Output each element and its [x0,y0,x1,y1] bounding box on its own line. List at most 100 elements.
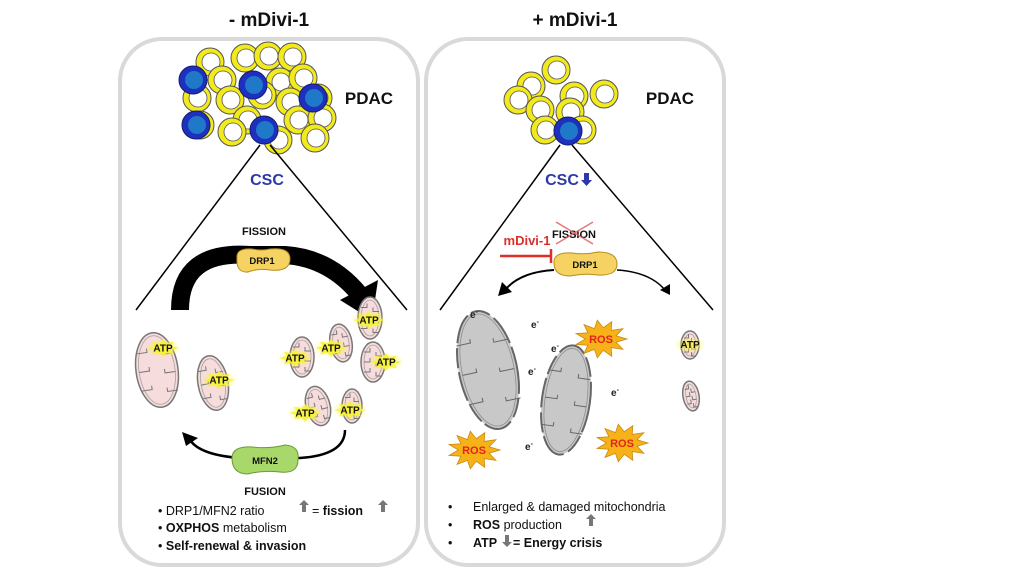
atp-label: ATP [359,316,379,327]
damaged-mitochondria-scene: ATP ROS ROS ROS e-e-e-e-e-e- [447,309,706,470]
electron-label: e- [525,441,534,453]
cancer-stem-cell [298,83,328,113]
left-bullet-1: • DRP1/MFN2 ratio [158,504,265,518]
csc-label: CSC [545,172,579,189]
atp-label: ATP [680,340,700,351]
fusion-label: FUSION [244,486,286,498]
ros-burst: ROS [447,430,502,470]
pdac-label: PDAC [646,89,694,108]
zoom-line-left [135,144,261,311]
left-panel-border [118,37,420,567]
cancer-stem-cell [238,70,268,100]
tumor-cell [503,85,533,115]
atp-burst: ATP [277,349,313,367]
cross-out-icon [555,221,594,245]
up-arrow-icon [299,500,309,512]
right-bullet-3: •ATP [448,536,497,550]
up-arrow-icon [586,514,596,526]
ros-label: ROS [610,438,634,450]
left-panel-title: - mDivi-1 [229,10,310,31]
ros-burst: ROS [574,319,629,359]
pdac-label: PDAC [345,89,393,108]
zoom-line-right [269,144,408,311]
cancer-stem-cell [249,115,279,145]
mdivi-inhibitor-label: mDivi-1 [504,233,551,248]
atp-burst: ATP [332,401,368,419]
drp1-label: DRP1 [249,256,275,267]
atp-burst: ATP [287,404,323,422]
mfn2-label: MFN2 [252,456,278,467]
electron-label: e- [531,319,540,331]
atp-burst: ATP [313,339,349,357]
tumor-cell [215,85,245,115]
right-bullet-1: •Enlarged & damaged mitochondria [448,500,666,514]
left-bullet-2: • OXPHOS metabolism [158,521,287,535]
mitochondrion [681,380,701,412]
right-panel: + mDivi-1 PDAC CSC mDivi-1 FISSION DRP1 … [424,10,726,567]
tumor-cell [541,55,571,85]
cancer-stem-cell [178,65,208,95]
right-panel-border [424,37,726,567]
tumor-cell [589,79,619,109]
tumor-cell [530,115,560,145]
atp-burst: ATP [674,337,706,353]
ros-burst: ROS [595,423,650,463]
tumor-cell [300,123,330,153]
atp-burst: ATP [201,371,237,389]
tumor-cell [195,47,225,77]
atp-label: ATP [295,409,315,420]
csc-label: CSC [250,172,284,189]
atp-burst: ATP [351,311,387,329]
mitochondria-group: ATP ATP ATP ATP ATP ATP ATP ATP [134,296,404,427]
right-bullet-list: •Enlarged & damaged mitochondria •ROS pr… [448,500,666,550]
electron-label: e- [528,366,537,378]
pdac-tumor-cluster [178,41,337,155]
atp-burst: ATP [368,353,404,371]
mfn2-protein: MFN2 [231,444,299,475]
atp-label: ATP [376,358,396,369]
zoom-line-left [439,144,561,311]
electron-label: e- [551,343,560,355]
atp-burst: ATP [145,339,181,357]
right-bullet-3-tail: = Energy crisis [513,536,602,550]
arrowhead [498,282,512,296]
fusion-arrowhead [182,432,198,446]
damaged-mitochondrion [540,344,592,456]
arrowhead [660,284,670,295]
fission-label: FISSION [242,226,286,238]
tumor-cell [277,42,307,72]
drp1-protein: DRP1 [553,251,618,277]
up-arrow-icon [378,500,388,512]
atp-label: ATP [285,354,305,365]
electron-label: e- [470,309,479,321]
ros-label: ROS [589,334,613,346]
right-bullet-2: •ROS production [448,518,562,532]
tumor-cell [253,41,283,71]
pdac-tumor-cluster [503,55,619,146]
electron-label: e- [611,387,620,399]
tumor-cell [217,117,247,147]
damaged-mitochondrion [456,310,521,430]
drp1-protein: DRP1 [236,248,291,273]
left-bullet-3: • Self-renewal & invasion [158,539,306,553]
fission-label-crossed: FISSION [552,229,596,241]
atp-label: ATP [209,376,229,387]
drp1-label: DRP1 [572,260,598,271]
left-bullet-list: • DRP1/MFN2 ratio = fission • OXPHOS met… [158,500,388,553]
zoom-line-right [571,144,714,311]
down-arrow-icon [502,535,512,547]
down-arrow-icon [581,173,592,186]
atp-label: ATP [321,344,341,355]
cancer-stem-cell [553,116,583,146]
left-bullet-1-mid: = fission [312,504,363,518]
left-panel: - mDivi-1 PDAC CSC FISSION DRP1 MFN2 FUS… [118,10,420,567]
fission-arrow-left [504,269,555,291]
atp-label: ATP [153,344,173,355]
right-panel-title: + mDivi-1 [532,10,617,31]
fusion-arrow [188,429,347,460]
ros-label: ROS [462,445,486,457]
atp-label: ATP [340,406,360,417]
cancer-stem-cell [181,110,211,140]
fission-arrow-right [616,269,666,291]
